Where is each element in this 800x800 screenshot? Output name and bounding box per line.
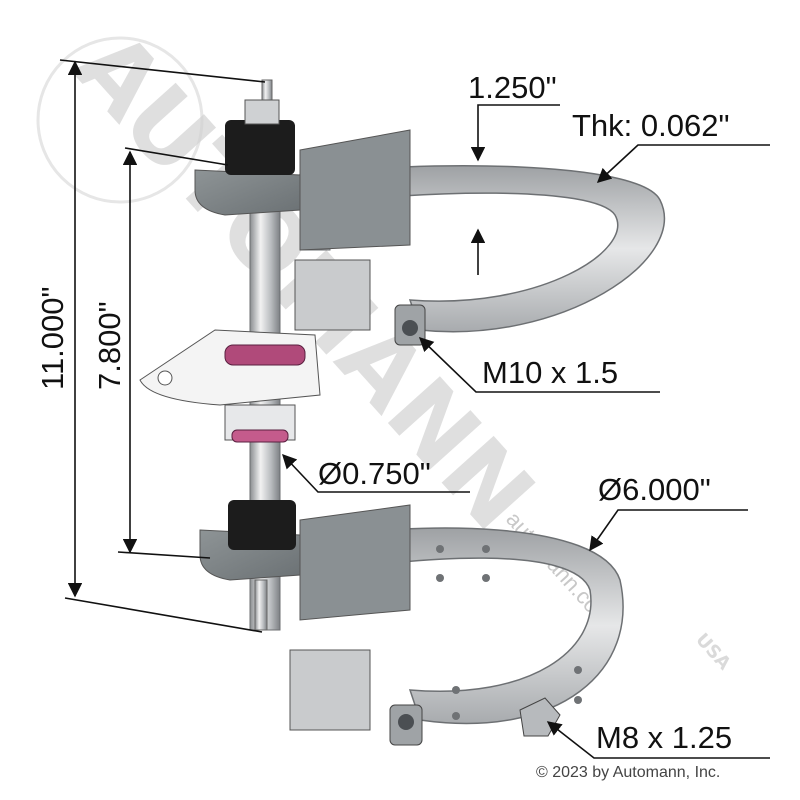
upper-latch — [294, 259, 426, 346]
label-band-thickness: Thk: 0.062" — [572, 108, 729, 143]
watermark-circle — [36, 36, 204, 204]
label-shaft-diameter: Ø0.750" — [318, 456, 431, 491]
lower-rubber-bushing — [228, 500, 296, 550]
watermark-badge: USA — [691, 629, 734, 674]
dim-lower-bolt — [546, 721, 770, 759]
label-upper-bolt: M10 x 1.5 — [482, 355, 618, 390]
mounting-plate — [139, 329, 321, 443]
label-lower-bolt: M8 x 1.25 — [596, 720, 732, 755]
dim-clamp-diameter — [589, 509, 748, 552]
dim-shaft-diameter — [282, 453, 470, 493]
label-clamp-diameter: Ø6.000" — [598, 472, 711, 507]
dim-band-width — [470, 104, 560, 275]
upper-nut — [244, 99, 280, 125]
label-band-width: 1.250" — [468, 70, 557, 105]
dim-overall-height — [59, 59, 266, 633]
pink-bushing — [224, 344, 306, 366]
copyright: © 2023 by Automann, Inc. — [536, 764, 720, 781]
label-bracket-spacing: 7.800" — [92, 301, 127, 390]
dim-band-thickness — [596, 144, 770, 183]
dim-upper-bolt — [418, 337, 660, 393]
dim-bracket-spacing — [117, 147, 229, 559]
band-holes — [436, 545, 582, 720]
bottom-stud — [254, 579, 268, 631]
label-overall-height: 11.000" — [35, 286, 70, 390]
upper-bracket — [194, 99, 411, 251]
upper-rubber-bushing — [225, 120, 295, 175]
lower-bracket — [199, 500, 411, 621]
